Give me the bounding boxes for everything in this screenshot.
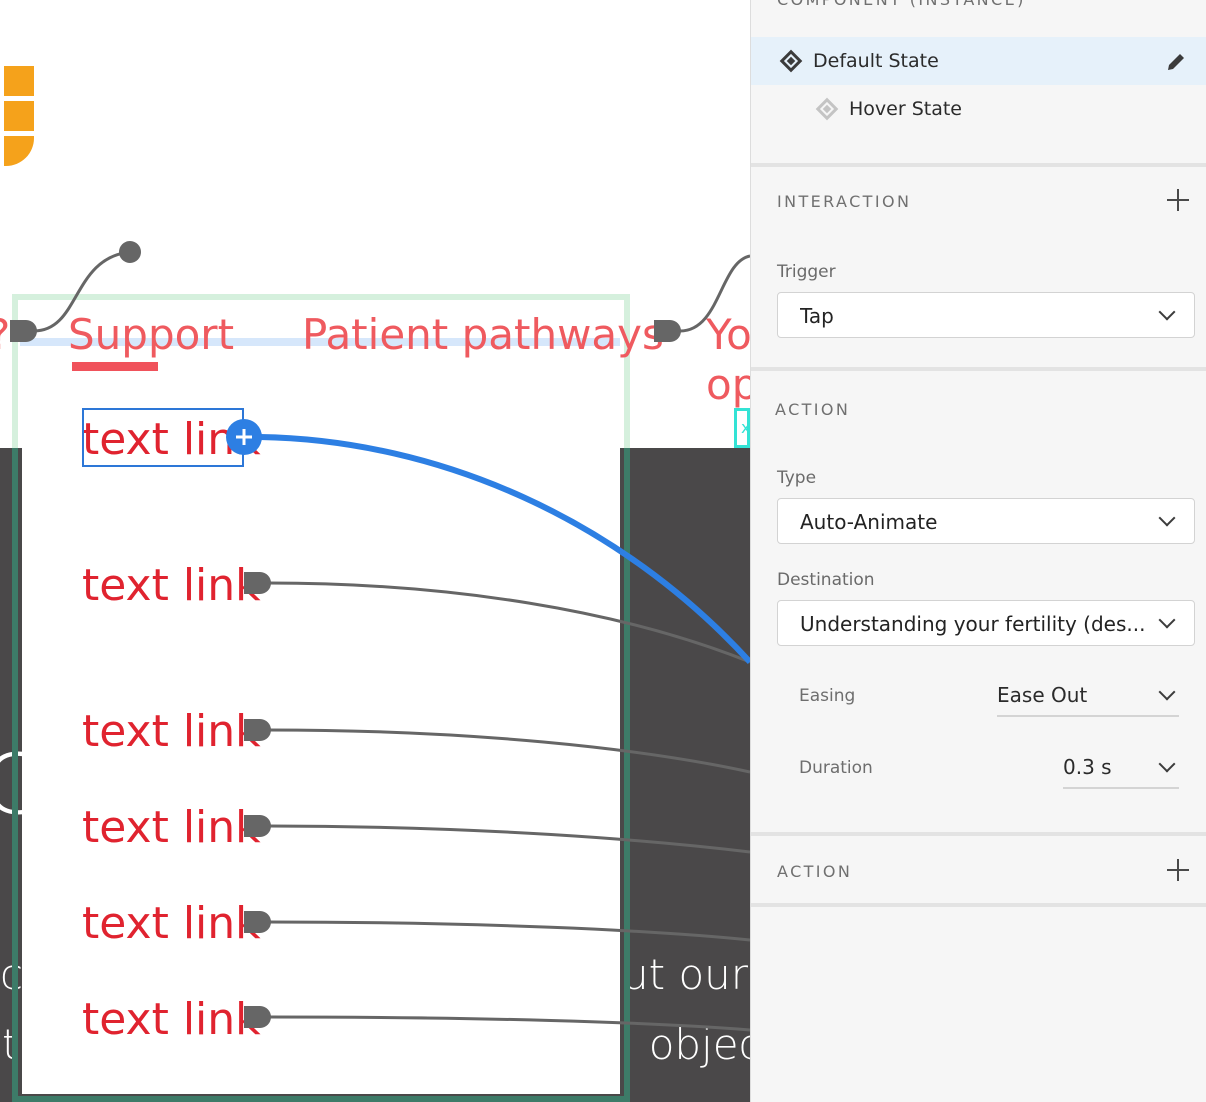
wire-pathways-out <box>679 254 750 333</box>
wire-link-1-active <box>259 434 750 665</box>
add-action-plus-icon[interactable] <box>1167 859 1189 881</box>
chevron-down-icon <box>1158 509 1176 527</box>
wire-link-3 <box>267 728 750 774</box>
wire-handle-link-3-icon <box>244 719 271 741</box>
component-state-icon <box>815 97 839 121</box>
duration-label: Duration <box>799 758 873 778</box>
dropdown-link-6[interactable]: text link <box>82 994 261 1045</box>
prototype-wires <box>10 241 750 1032</box>
duration-value[interactable]: 0.3 s <box>1063 755 1112 779</box>
easing-value[interactable]: Ease Out <box>997 683 1088 707</box>
trigger-select[interactable]: Tap <box>777 292 1195 338</box>
wire-link-6 <box>267 1015 750 1032</box>
logo-bar-top <box>4 66 34 96</box>
chevron-down-icon[interactable] <box>1158 755 1176 773</box>
chevron-down-icon <box>1158 611 1176 629</box>
wire-support-to-top <box>33 250 131 333</box>
type-select[interactable]: Auto-Animate <box>777 498 1195 544</box>
add-interaction-plus-icon[interactable] <box>1167 189 1189 211</box>
wire-handle-pathways-icon <box>654 320 681 342</box>
wire-handle-link-5-icon <box>244 911 271 933</box>
destination-value: Understanding your fertility (des... <box>800 612 1146 636</box>
state-label-default: Default State <box>813 50 939 72</box>
wire-handle-link-2-icon <box>244 572 271 594</box>
interaction-header: INTERACTION <box>777 192 912 211</box>
duration-underline <box>1063 787 1179 789</box>
easing-underline <box>997 715 1179 717</box>
nav-patient-pathways[interactable]: Patient pathways <box>302 310 664 359</box>
nav-fragment-right-top: Yo <box>706 310 750 359</box>
cyan-selection-marker[interactable] <box>734 408 750 448</box>
wire-handle-left-icon <box>10 320 37 342</box>
section-divider <box>751 903 1206 907</box>
nav-fragment-left: ? <box>0 314 10 356</box>
dropdown-frame-dark <box>12 448 630 1102</box>
add-interaction-plus-icon <box>226 419 262 455</box>
component-state-icon <box>779 49 803 73</box>
hero-line2-right: ’ objec <box>622 1020 750 1069</box>
wire-handle-link-4-icon <box>244 815 271 837</box>
section-divider <box>751 832 1206 836</box>
wire-link-2 <box>267 581 750 664</box>
destination-label: Destination <box>777 570 875 590</box>
wire-link-5 <box>267 920 750 942</box>
dropdown-link-4[interactable]: text link <box>82 802 261 853</box>
chevron-down-icon <box>1158 303 1176 321</box>
destination-select[interactable]: Understanding your fertility (des... <box>777 600 1195 646</box>
trigger-label: Trigger <box>777 262 836 282</box>
properties-panel: COMPONENT (INSTANCE) Default State Hover… <box>750 0 1206 1102</box>
component-header: COMPONENT (INSTANCE) <box>777 0 1026 9</box>
wire-link-4 <box>267 824 750 854</box>
hero-line1-right: ut our <box>622 950 749 999</box>
state-row-default[interactable]: Default State <box>751 37 1206 85</box>
trigger-value: Tap <box>800 304 834 328</box>
type-label: Type <box>777 468 817 488</box>
dropdown-link-5[interactable]: text link <box>82 898 261 949</box>
section-divider <box>751 163 1206 167</box>
dropdown-link-3[interactable]: text link <box>82 706 261 757</box>
action2-header: ACTION <box>777 862 853 881</box>
pencil-edit-icon[interactable] <box>1165 51 1187 73</box>
selection-highlight-bar <box>20 338 620 346</box>
nav-fragment-right-bottom: op <box>706 360 750 409</box>
wire-handle-link-6-icon <box>244 1006 271 1028</box>
easing-label: Easing <box>799 686 856 706</box>
chevron-down-icon[interactable] <box>1158 683 1176 701</box>
state-label-hover: Hover State <box>849 98 962 120</box>
nav-support-underline <box>72 362 158 371</box>
cyan-marker-label: x <box>741 418 750 437</box>
dropdown-link-2[interactable]: text link <box>82 560 261 611</box>
state-row-hover[interactable]: Hover State <box>751 85 1206 133</box>
design-canvas[interactable]: c c ut our t ’ objec ? Support Patient p… <box>0 0 750 1102</box>
dropdown-panel[interactable] <box>22 346 620 1094</box>
nav-support[interactable]: Support <box>68 310 235 359</box>
action-header: ACTION <box>775 400 851 419</box>
section-divider <box>751 367 1206 371</box>
wire-endpoint-dot <box>119 241 141 263</box>
logo-bar-middle <box>4 101 34 131</box>
type-value: Auto-Animate <box>800 510 938 534</box>
